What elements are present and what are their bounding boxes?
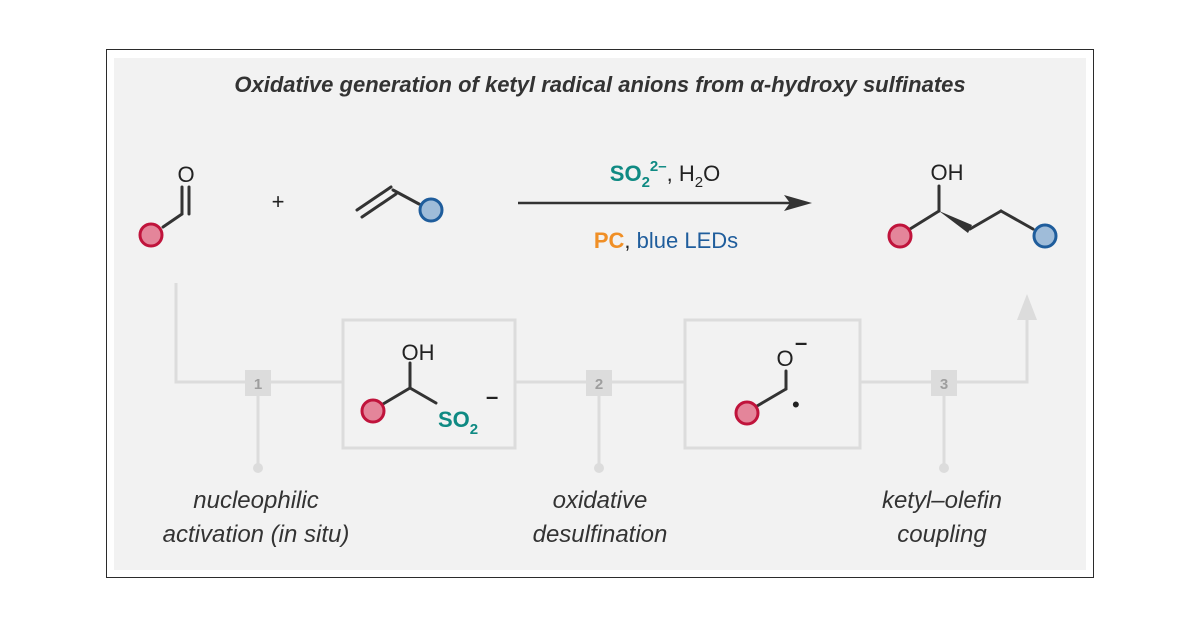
reaction-conditions-top: SO22–, H2O [610,158,720,191]
product-blue-group [1032,223,1058,249]
intermediate-1-oh-label: OH [402,340,435,365]
water-reagent: , H [667,161,695,186]
step-3-number: 3 [940,376,948,393]
step-3-caption-line1: ketyl–olefin [882,487,1002,514]
alkene-structure [355,185,421,219]
step-3-caption-line2: coupling [897,521,987,548]
step-2-badge [586,370,612,396]
mechanism-flow-lines [174,283,1029,384]
step-3-dot [939,463,949,473]
step-connectors [256,394,946,466]
aldehyde-red-group [138,222,164,248]
sulfoxylate-reagent: SO [610,161,642,186]
step-1-dot [253,463,263,473]
reaction-arrowhead [784,195,812,211]
step-3-badge [931,370,957,396]
step-2-caption-line1: oxidative [553,487,648,514]
step-2-number: 2 [595,376,603,393]
reaction-conditions-bottom: PC, blue LEDs [594,228,738,253]
step-1-caption-line1: nucleophilic [193,487,318,514]
figure-panel [114,58,1086,570]
intermediate-1-red-group [360,398,386,424]
light-source-label: blue LEDs [637,228,739,253]
product-red-group [887,223,913,249]
aldehyde-oxygen-label: O [177,162,194,187]
radical-dot: • [792,392,800,417]
aldehyde-structure [161,185,191,229]
step-1-number: 1 [254,376,262,393]
photocatalyst-label: PC [594,228,625,253]
product-structure [908,184,1035,231]
intermediate-box-1 [341,318,517,450]
intermediate-1-sulfinate-label: SO2 [438,407,478,438]
step-1-caption-line2: activation (in situ) [163,521,350,548]
flow-arrowhead [1017,294,1037,320]
intermediate-2-red-group [734,400,760,426]
intermediate-1-charge: – [486,384,498,409]
intermediate-box-2 [683,318,862,450]
intermediate-2-oxygen-label: O [776,346,793,371]
intermediate-2-charge: – [795,330,807,355]
hydroxy-sulfinate-structure [381,361,438,406]
scheme-title: Oxidative generation of ketyl radical an… [234,72,965,97]
step-2-caption-line2: desulfination [533,521,668,548]
plus-sign: + [272,189,285,214]
step-2-dot [594,463,604,473]
ketyl-radical-structure [755,369,788,408]
step-1-badge [245,370,271,396]
product-oh-label: OH [931,160,964,185]
product-wedge-bond [939,211,972,233]
alkene-blue-group [418,197,444,223]
